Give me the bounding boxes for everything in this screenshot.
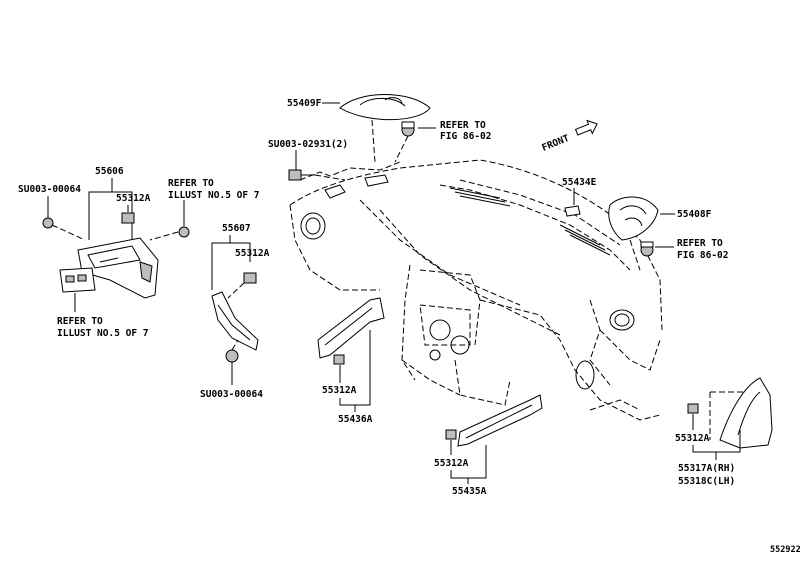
front-arrow: FRONT xyxy=(540,119,598,154)
label-55409F: 55409F xyxy=(287,98,322,109)
label-55317A: 55317A(RH) xyxy=(678,463,735,474)
part-55408F[interactable] xyxy=(608,196,659,271)
label-55435A: 55435A xyxy=(452,486,487,497)
label-55607: 55607 xyxy=(222,223,251,234)
screw-illust-ref xyxy=(149,226,190,241)
part-switch-panel[interactable] xyxy=(59,267,96,293)
clip-55312A-2 xyxy=(227,272,257,299)
label-55312A-2: 55312A xyxy=(235,248,270,259)
part-55434E[interactable] xyxy=(564,205,581,217)
refer-fig-top-line2: FIG 86-02 xyxy=(440,131,491,142)
refer-illust-top-line2: ILLUST NO.5 OF 7 xyxy=(168,190,260,201)
label-55312A-1: 55312A xyxy=(116,193,151,204)
clip-top xyxy=(394,121,415,163)
refer-illust-top-line1: REFER TO xyxy=(168,178,214,189)
screw-su003-02931 xyxy=(288,169,346,181)
label-55436A: 55436A xyxy=(338,414,373,425)
part-55607[interactable] xyxy=(211,291,259,351)
label-55318C: 55318C(LH) xyxy=(678,476,735,487)
refer-illust-bottom-line1: REFER TO xyxy=(57,316,103,327)
refer-illust-bottom-line2: ILLUST NO.5 OF 7 xyxy=(57,328,149,339)
label-55312A-5: 55312A xyxy=(675,433,710,444)
label-su003-02931: SU003-02931(2) xyxy=(268,139,348,150)
clip-55312A-1 xyxy=(121,212,135,224)
diagram-id: 552922 xyxy=(770,545,801,555)
part-55435A[interactable] xyxy=(457,394,543,447)
label-55312A-4: 55312A xyxy=(434,458,469,469)
clip-55312A-3 xyxy=(333,354,345,365)
part-55409F[interactable] xyxy=(339,94,431,163)
label-55312A-3: 55312A xyxy=(322,385,357,396)
screw-su003-00064-b xyxy=(225,339,239,363)
screw-su003-00064-a xyxy=(42,217,86,241)
part-55436A[interactable] xyxy=(317,297,385,359)
label-55434E: 55434E xyxy=(562,177,597,188)
label-su003-00064-b: SU003-00064 xyxy=(200,389,263,400)
instrument-panel xyxy=(289,159,663,421)
label-55408F: 55408F xyxy=(677,209,712,220)
clip-55312A-4 xyxy=(445,429,457,440)
refer-fig-top-line1: REFER TO xyxy=(440,120,486,131)
clip-right xyxy=(640,241,654,257)
label-su003-00064-a: SU003-00064 xyxy=(18,184,81,195)
front-label: FRONT xyxy=(540,133,571,154)
part-55606[interactable] xyxy=(77,237,159,299)
part-55317A[interactable] xyxy=(709,377,773,449)
refer-fig-right-line1: REFER TO xyxy=(677,238,723,249)
label-55606: 55606 xyxy=(95,166,124,177)
refer-fig-right-line2: FIG 86-02 xyxy=(677,250,728,261)
clip-55312A-5 xyxy=(687,403,699,414)
